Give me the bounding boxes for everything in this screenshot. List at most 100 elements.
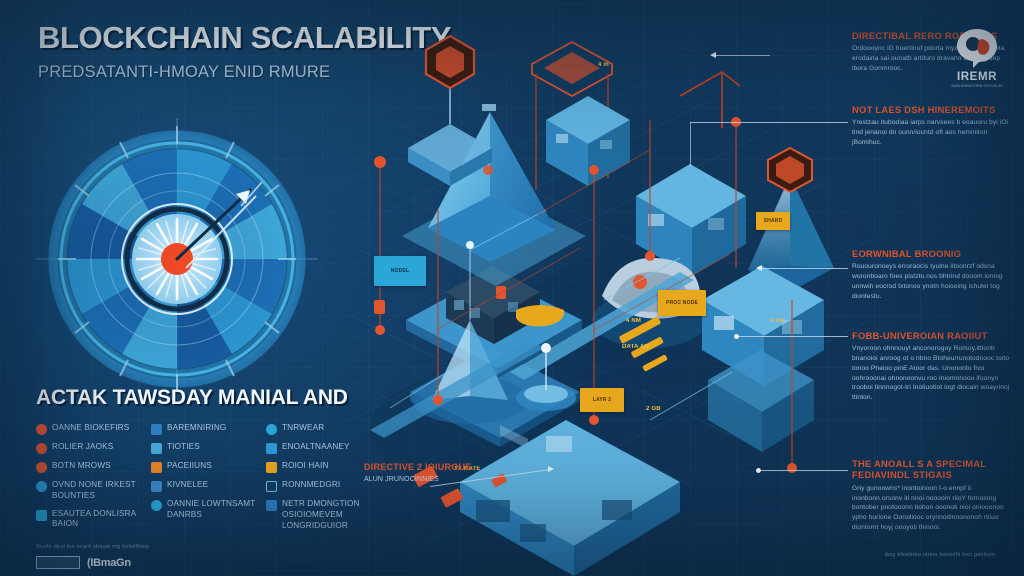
crane-arm bbox=[679, 71, 741, 128]
beacon-platform bbox=[516, 343, 576, 411]
blue-circle-icon bbox=[151, 500, 162, 511]
legend-item[interactable]: BOTN MROWS bbox=[36, 461, 142, 473]
annotation-note-2: NOT LAES DSH HINEREMOITS Yrestzau itubod… bbox=[852, 104, 1014, 148]
orange-circle-icon bbox=[36, 462, 47, 473]
leader-arrow-note-1 bbox=[710, 52, 716, 58]
annotation-body: Vnyoroon ohnnouyl anconorogoy Romoy,itti… bbox=[852, 345, 1010, 402]
blue-square-icon bbox=[36, 509, 47, 521]
legend-item-label: ROIOI HAIN bbox=[282, 461, 329, 470]
legend-item[interactable]: ESAUTEA DONLISRA BAION bbox=[36, 509, 142, 531]
orange-square-icon bbox=[266, 462, 277, 473]
legend-item-label: BAREMNIRING bbox=[167, 423, 227, 432]
callout-bottom: DIRECTIVE 2 IOIUROUE ALUN JRUNOCINNIES bbox=[364, 462, 514, 485]
page-subtitle: PREDSATANTI-HMOAY ENID RMURE bbox=[38, 62, 331, 81]
crane-cargo bbox=[619, 316, 668, 372]
scene-sign-label: SHARD bbox=[763, 218, 783, 224]
legend-item[interactable]: TIOTIES bbox=[151, 442, 257, 454]
brand-tagline: SUBLENHATIORN GROLBURI bbox=[951, 84, 1003, 88]
legend-item[interactable]: PACEIIUNS bbox=[151, 461, 257, 473]
legend: ACTAK TAWSDAY MANIAL AND OANNE BIOKEFIRS… bbox=[36, 386, 372, 570]
scene-sign-shard[interactable]: SHARD bbox=[756, 212, 790, 230]
annotation-body: Rououronoeys erroraocis tyulne iitoonrzf… bbox=[852, 263, 1003, 300]
scene-sign-label: LAYR 2 bbox=[592, 397, 612, 403]
scene-mini-label-6: TX RATE bbox=[454, 466, 481, 472]
orange-square-icon bbox=[151, 462, 162, 473]
scene-sign-label: NODEL bbox=[390, 268, 410, 274]
page-title: BLOCKCHAIN SCALABILITY bbox=[38, 20, 452, 55]
leader-line-note-1 bbox=[714, 55, 770, 56]
legend-item[interactable]: TNRWEAR bbox=[266, 423, 372, 435]
leader-dot-note-4 bbox=[734, 334, 739, 339]
blue-square-icon bbox=[151, 424, 162, 435]
annotation-footer: ikoy trhotinnu.ntnnu bsoonhi tooi ganitu… bbox=[884, 552, 996, 558]
legend-column-3: TNRWEAR ENOALTNAANEY ROIOI HAIN RONNMEDG… bbox=[266, 423, 372, 531]
legend-item[interactable]: ROIOI HAIN bbox=[266, 461, 372, 473]
orange-node-icon bbox=[767, 146, 813, 194]
scene-mini-label-4: DATA AN bbox=[622, 344, 650, 350]
leader-arrow-note-3 bbox=[756, 265, 762, 271]
annotation-heading: NOT LAES DSH HINEREMOITS bbox=[852, 104, 996, 115]
conveyor-bridge-2 bbox=[370, 340, 544, 438]
orange-vehicle bbox=[516, 305, 565, 327]
legend-item[interactable]: KIVNELEE bbox=[151, 480, 257, 492]
legend-item[interactable]: OANNE BIOKEFIRS bbox=[36, 423, 142, 435]
blue-square-icon bbox=[151, 481, 162, 492]
legend-item[interactable]: OANNIE LOWTNSAMT DANRBS bbox=[151, 499, 257, 521]
scene-sign-proc-node[interactable]: PROC NODE bbox=[658, 290, 706, 316]
badge-mark-label: (IBmaGn bbox=[87, 556, 131, 569]
brand-logo[interactable]: IREMR SUBLENHATIORN GROLBURI bbox=[946, 28, 1008, 88]
legend-item-label: TNRWEAR bbox=[282, 423, 325, 432]
annotation-heading: THE ANOALL S A SPECIMAL FEDIAVINDL STIGA… bbox=[852, 458, 987, 481]
blue-circle-icon bbox=[36, 481, 47, 492]
radial-target-diagram bbox=[36, 118, 318, 400]
legend-item[interactable]: BAREMNIRING bbox=[151, 423, 257, 435]
brand-name: IREMR bbox=[956, 71, 998, 83]
scene-sign-nodel[interactable]: NODEL bbox=[374, 256, 426, 286]
scene-sign-layr2[interactable]: LAYR 2 bbox=[580, 388, 624, 412]
legend-item-label: KIVNELEE bbox=[167, 480, 209, 489]
callout-body: ALUN JRUNOCINNIES bbox=[364, 475, 439, 483]
scene-sign-label: PROC NODE bbox=[665, 300, 699, 306]
blue-outline-icon bbox=[266, 481, 277, 492]
legend-item[interactable]: RONNMEDGRI bbox=[266, 480, 372, 492]
header: BLOCKCHAIN SCALABILITY PREDSATANTI-HMOAY… bbox=[38, 22, 468, 82]
glass-pyramid-right bbox=[748, 146, 834, 292]
annotation-note-3: EORWNIBAL BROONIG Rououronoeys erroraoci… bbox=[852, 248, 1014, 301]
legend-item-label: BOTN MROWS bbox=[52, 461, 111, 470]
legend-item[interactable]: OVND NONE IRKEST BOUNTIES bbox=[36, 480, 142, 502]
badge-box-icon bbox=[36, 556, 80, 570]
radial-target-icon bbox=[36, 118, 318, 400]
legend-item-label: PACEIIUNS bbox=[167, 461, 212, 470]
annotation-body: Yrestzau itubodiaa iarps narvsees b eoau… bbox=[852, 119, 1009, 146]
scene-mini-label-3: 4 NM bbox=[626, 318, 642, 324]
blue-square-icon bbox=[266, 500, 277, 511]
leader-line-note-5 bbox=[760, 470, 848, 471]
annotation-note-4: FOBB-UNIVEROIAN RAOIIUT Vnyoroon ohnnouy… bbox=[852, 330, 1014, 403]
legend-item-label: RONNMEDGRI bbox=[282, 480, 341, 489]
foreground-machine bbox=[413, 420, 680, 576]
orange-circle-icon bbox=[36, 424, 47, 435]
blue-square-icon bbox=[151, 443, 162, 454]
annotation-heading: EORWNIBAL BROONIG bbox=[852, 248, 962, 259]
annotation-heading: FOBB-UNIVEROIAN RAOIIUT bbox=[852, 330, 988, 341]
isometric-scene-graphic bbox=[350, 34, 870, 576]
blue-square-icon bbox=[266, 443, 277, 454]
legend-item-label: ROLIER JAOKS bbox=[52, 442, 114, 451]
leader-line-note-3 bbox=[760, 268, 848, 269]
scene-mini-label-1: 4 m bbox=[598, 62, 609, 68]
leader-stem-note-2 bbox=[690, 122, 691, 166]
server-tank-right-lower bbox=[708, 350, 814, 452]
legend-item-label: ESAUTEA DONLISRA BAION bbox=[52, 508, 136, 529]
callout-heading: DIRECTIVE 2 IOIUROUE bbox=[364, 462, 472, 472]
legend-column-1: OANNE BIOKEFIRS ROLIER JAOKS BOTN MROWS … bbox=[36, 423, 142, 531]
legend-footnote: Tesife dpal loo ovarti sbluak mg fortsti… bbox=[36, 544, 149, 551]
legend-item[interactable]: ENOALTNAANEY bbox=[266, 442, 372, 454]
legend-item-label: NETR DMONGTION OSIOIOMEVEM LONGRIDGUIOR bbox=[282, 499, 360, 530]
legend-columns: OANNE BIOKEFIRS ROLIER JAOKS BOTN MROWS … bbox=[36, 423, 372, 531]
legend-item[interactable]: NETR DMONGTION OSIOIOMEVEM LONGRIDGUIOR bbox=[266, 499, 372, 531]
legend-column-2: BAREMNIRING TIOTIES PACEIIUNS KIVNELEE O… bbox=[151, 423, 257, 531]
cube-building-1 bbox=[546, 96, 630, 186]
legend-item[interactable]: ROLIER JAOKS bbox=[36, 442, 142, 454]
leader-line-note-4 bbox=[738, 336, 848, 337]
